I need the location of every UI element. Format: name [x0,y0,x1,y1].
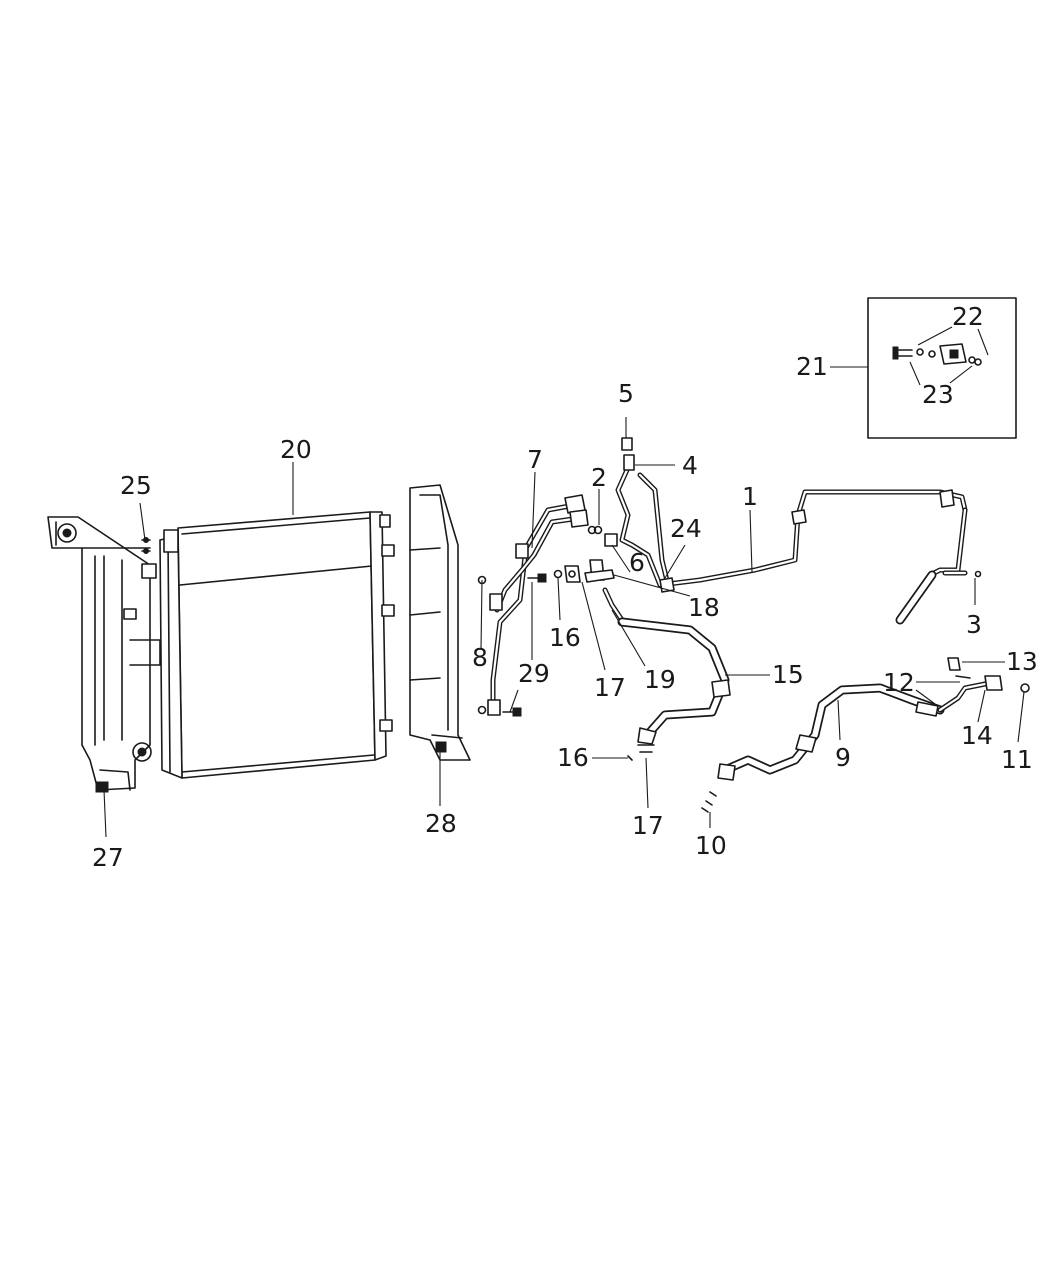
callout-28: 28 [425,809,457,838]
callout-27: 27 [92,843,124,872]
callout-17-lower: 17 [632,811,664,840]
callout-6: 6 [629,548,645,577]
condenser-20 [159,511,395,779]
suction-line-1 [587,437,982,625]
callout-24: 24 [670,514,702,543]
hose-assembly-9 [701,657,1030,813]
callout-11: 11 [1001,745,1033,774]
liquid-line-7-8 [477,494,589,716]
callout-25: 25 [120,471,152,500]
leader-lines [103,326,1025,838]
callout-7: 7 [527,445,543,474]
callout-29: 29 [518,659,550,688]
callout-15: 15 [772,660,804,689]
callout-labels: 20 25 27 28 7 8 29 16 17 19 18 15 5 4 2 … [92,302,1038,872]
left-bracket-27 [47,516,161,793]
callout-16-upper: 16 [549,623,581,652]
callout-18: 18 [688,593,720,622]
callout-22: 22 [952,302,984,331]
discharge-hose-15 [553,559,731,761]
callout-2: 2 [591,463,607,492]
callout-12: 12 [883,668,915,697]
callout-5: 5 [618,379,634,408]
inset-box [867,297,1017,439]
callout-17-upper: 17 [594,673,626,702]
callout-10: 10 [695,831,727,860]
callout-4: 4 [682,451,698,480]
callout-16-lower: 16 [557,743,589,772]
callout-3: 3 [966,610,982,639]
right-bracket-28 [409,484,471,761]
callout-21: 21 [796,352,828,381]
callout-23: 23 [922,380,954,409]
callout-1: 1 [742,482,758,511]
bolts-29 [502,573,547,717]
callout-19: 19 [644,665,676,694]
callout-20: 20 [280,435,312,464]
callout-9: 9 [835,743,851,772]
callout-13: 13 [1006,647,1038,676]
callout-14: 14 [961,721,993,750]
callout-8: 8 [472,643,488,672]
